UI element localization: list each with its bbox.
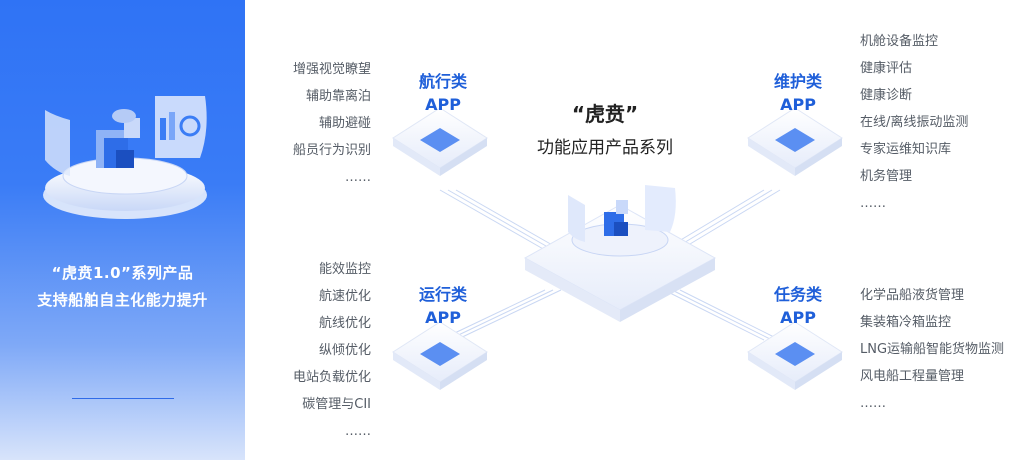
list-item: 航速优化 [318,289,371,304]
list-item: LNG运输船智能货物监测 [860,342,1005,357]
list-item: 机务管理 [860,169,913,184]
maintenance-feature-list: 机舱设备监控 健康评估 健康诊断 在线/离线振动监测 专家运维知识库 机务管理 … [860,28,968,217]
list-item: 船员行为识别 [292,143,371,158]
divider [72,398,174,399]
list-item: …… [345,424,371,439]
list-item: 航线优化 [318,316,371,331]
category-name: 运行类 [418,285,467,304]
list-item: 能效监控 [318,262,371,277]
list-item: 集装箱冷箱监控 [860,315,952,330]
list-item: 风电船工程量管理 [860,369,965,384]
tile-maintenance [747,107,843,176]
left-title-line1: “虎贲1.0”系列产品 [51,264,194,282]
list-item: 在线/离线振动监测 [860,115,969,130]
list-item: …… [345,170,371,185]
list-item: 化学品船液货管理 [860,288,965,303]
list-item: 健康评估 [860,61,913,76]
category-suffix: APP [425,308,461,327]
category-name: 航行类 [418,72,467,91]
left-panel: “虎贲1.0”系列产品 支持船舶自主化能力提升 [0,0,245,460]
category-suffix: APP [780,308,816,327]
navigation-feature-list: 增强视觉瞭望 辅助靠离泊 辅助避碰 船员行为识别 …… [250,56,371,191]
center-subtitle: 功能应用产品系列 [537,138,673,158]
app-label-mission: 任务类 APP [753,283,843,329]
app-label-maintenance: 维护类 APP [753,70,843,116]
list-item: …… [860,396,886,411]
mission-feature-list: 化学品船液货管理 集装箱冷箱监控 LNG运输船智能货物监测 风电船工程量管理 …… [860,282,1004,417]
app-label-operation: 运行类 APP [398,283,488,329]
category-name: 维护类 [773,72,822,91]
list-item: 专家运维知识库 [860,142,952,157]
list-item: 电站负载优化 [292,370,371,385]
tile-navigation [392,107,488,176]
tile-operation [392,321,488,390]
list-item: 机舱设备监控 [860,34,939,49]
list-item: 纵倾优化 [318,343,371,358]
operation-feature-list: 能效监控 航速优化 航线优化 纵倾优化 电站负载优化 碳管理与CII …… [250,256,371,445]
list-item: …… [860,196,886,211]
category-suffix: APP [425,95,461,114]
list-item: 辅助靠离泊 [305,89,371,104]
center-title-block: “虎贲” 功能应用产品系列 [520,98,690,158]
list-item: 辅助避碰 [318,116,371,131]
product-illustration-icon [43,96,207,219]
list-item: 碳管理与CII [302,397,371,412]
category-name: 任务类 [773,285,822,304]
center-title: “虎贲” [571,102,639,126]
category-suffix: APP [780,95,816,114]
app-label-navigation: 航行类 APP [398,70,488,116]
left-title-line2: 支持船舶自主化能力提升 [37,291,208,309]
list-item: 增强视觉瞭望 [292,62,371,77]
list-item: 健康诊断 [860,88,913,103]
tile-mission [747,321,843,390]
